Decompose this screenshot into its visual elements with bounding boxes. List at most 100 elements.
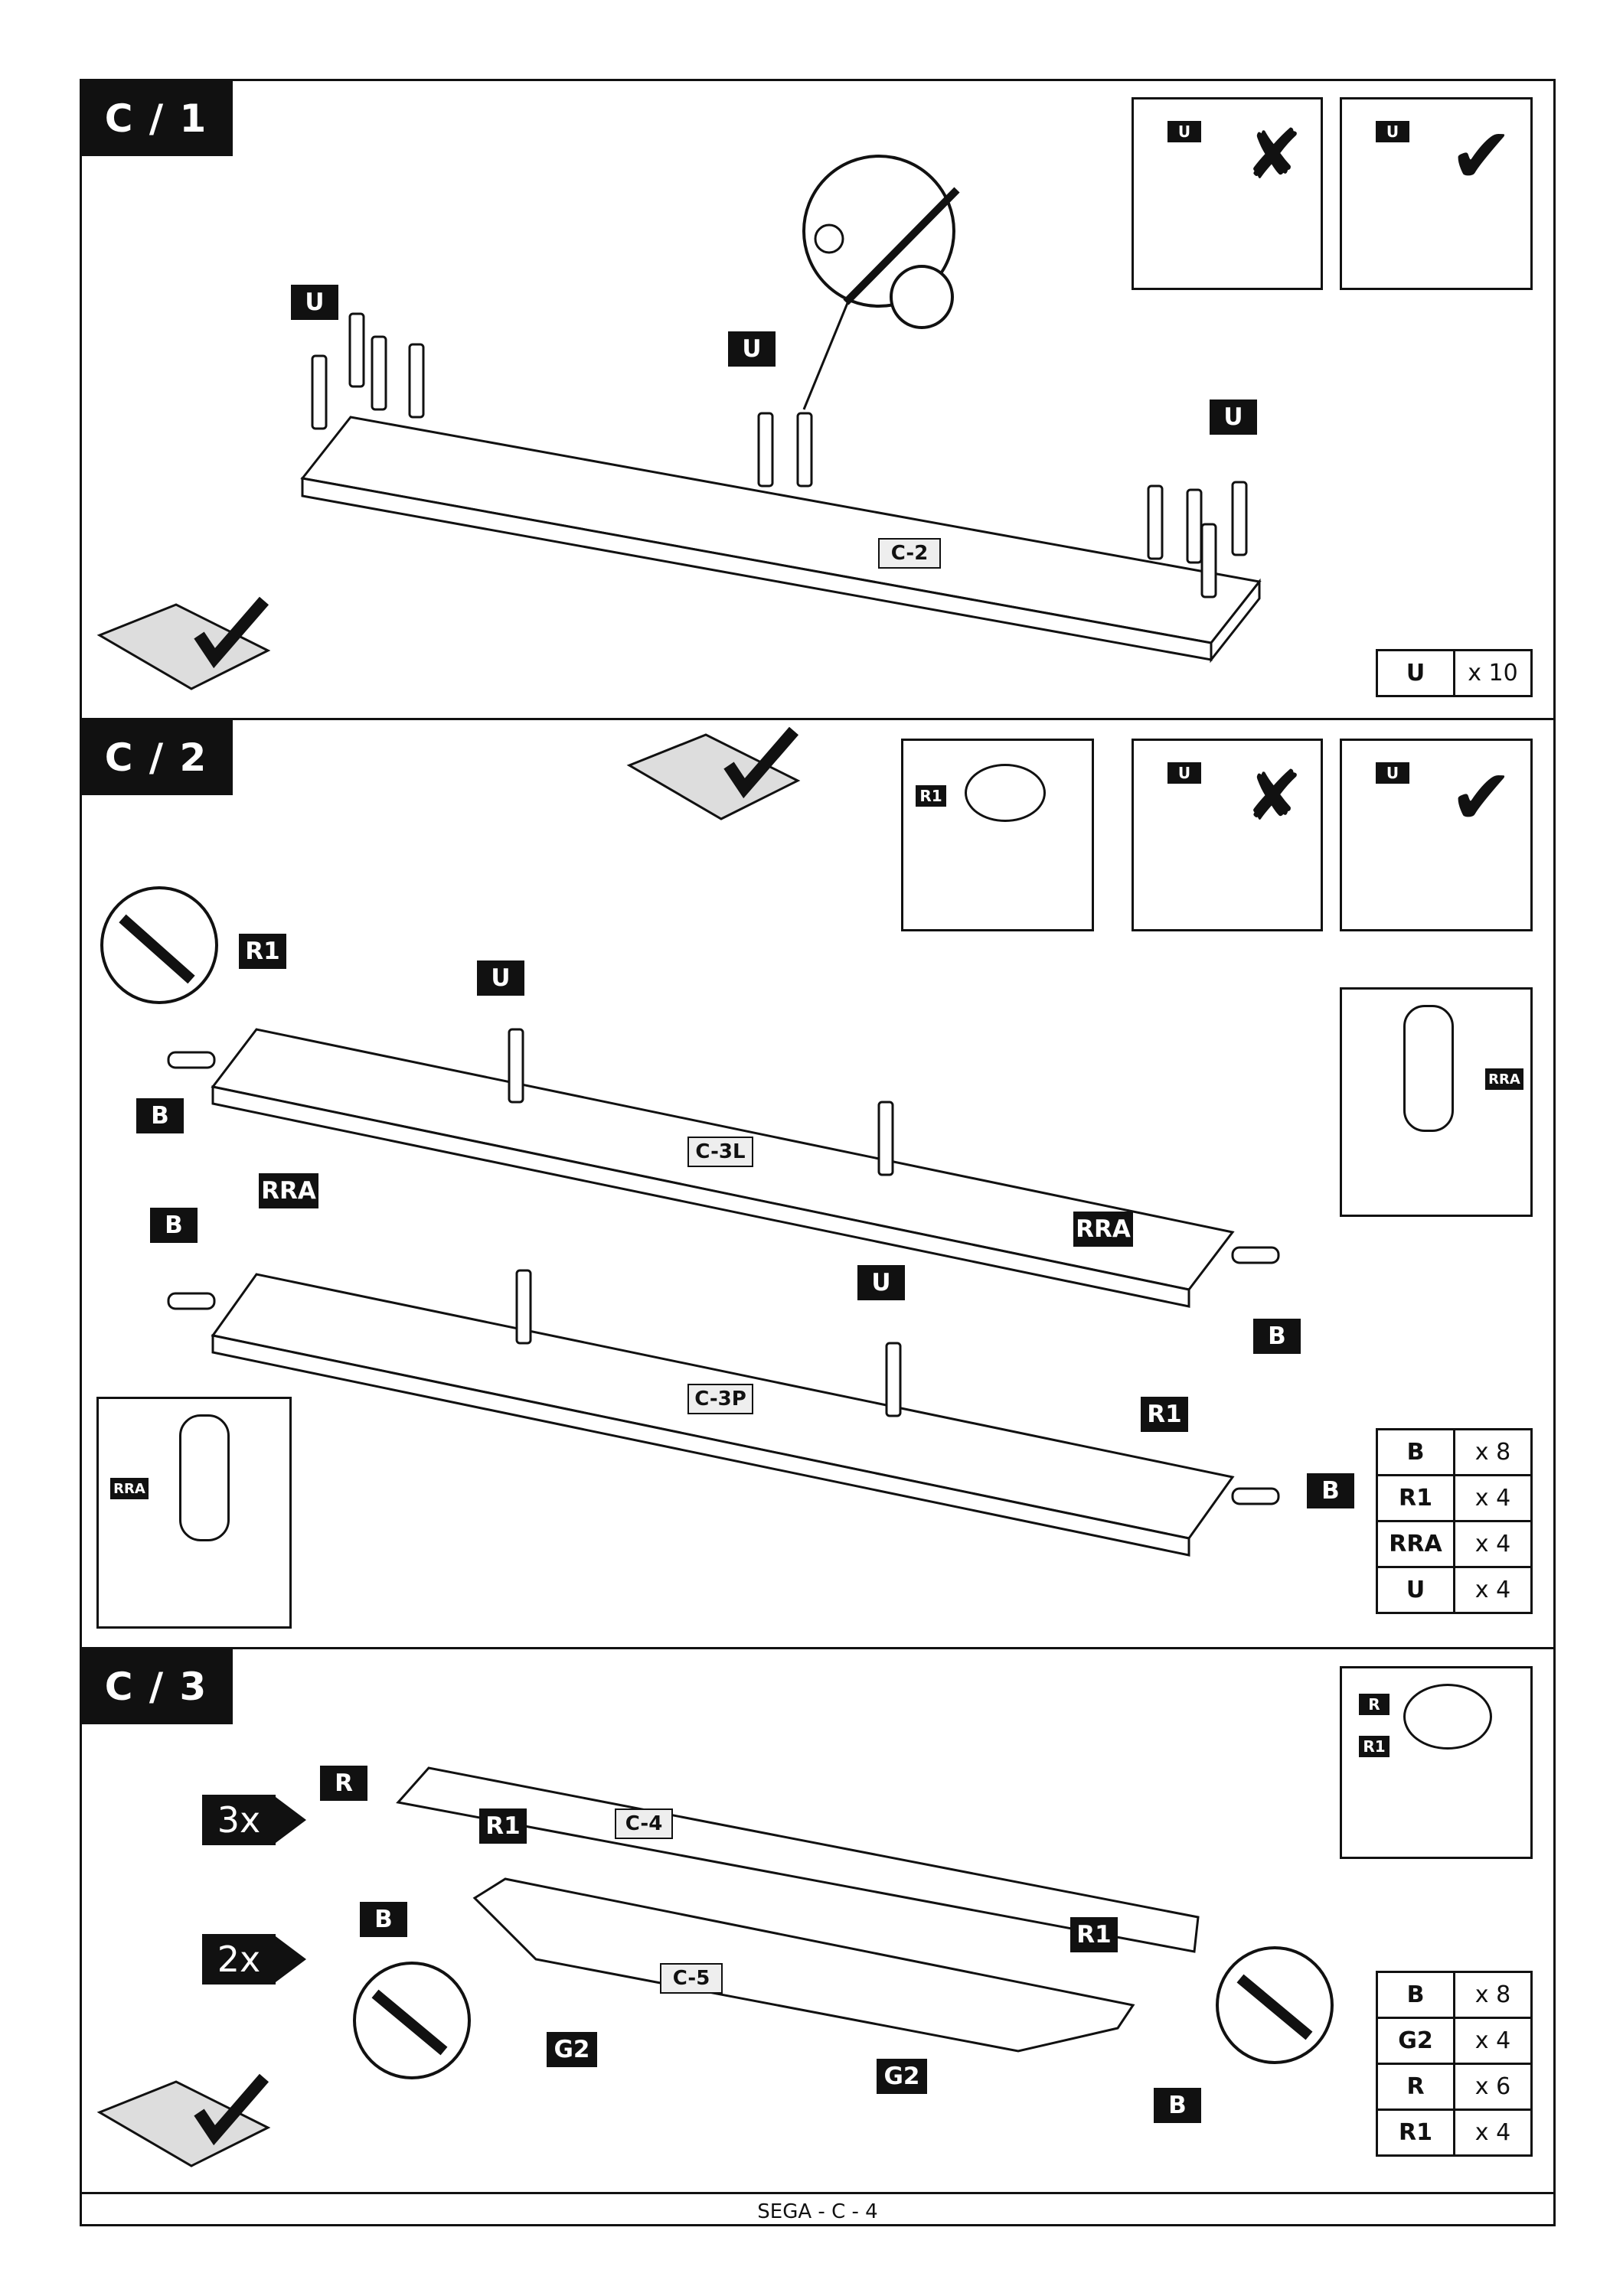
check-icon: ✔ (1449, 752, 1514, 842)
multiplier-3x: 3x (202, 1795, 306, 1845)
qty-code: R1 (1376, 1474, 1455, 1522)
part-tag: G2 (547, 2032, 597, 2067)
part-tag: U (1167, 762, 1201, 784)
step-label-c3: C / 3 (80, 1649, 233, 1724)
mat-check-icon (96, 596, 271, 690)
section-divider (80, 718, 1556, 720)
board-c2-top (300, 416, 1262, 644)
arrow-right-icon (276, 1936, 306, 1982)
qty-count: x 4 (1453, 1520, 1533, 1568)
hammer-icon (371, 1989, 448, 2056)
qty-code: G2 (1376, 2017, 1455, 2065)
dowel (757, 412, 774, 488)
part-tag: U (477, 960, 524, 996)
dowel (515, 1269, 532, 1345)
part-tag: B (1253, 1319, 1301, 1354)
board-c5 (472, 1877, 1135, 2053)
detail-incorrect-dowel: U ✘ (1132, 97, 1323, 290)
qty-count: x 4 (1453, 2017, 1533, 2065)
dowel (1200, 523, 1217, 598)
part-tag: G2 (877, 2059, 927, 2094)
multiplier-label: 3x (202, 1795, 276, 1845)
dowel (1186, 488, 1203, 564)
panel-label-c5: C-5 (660, 1963, 723, 1994)
cross-icon: ✘ (1245, 115, 1303, 195)
dowel (371, 335, 387, 411)
arrow-right-icon (276, 1797, 306, 1843)
detail-incorrect-dowel: U ✘ (1132, 739, 1323, 931)
qty-count: x 10 (1453, 649, 1533, 697)
qty-code: RRA (1376, 1520, 1455, 1568)
cam-lock-icon (965, 764, 1046, 822)
dowels-c1 (311, 312, 1248, 598)
panel-label-c3p: C-3P (687, 1384, 753, 1414)
check-icon: ✔ (1449, 111, 1514, 201)
step-label-c1: C / 1 (80, 81, 233, 156)
part-tag: R1 (916, 785, 946, 807)
part-tag: RRA (1485, 1068, 1523, 1090)
qty-code: B (1376, 1428, 1455, 1476)
part-tag: RRA (1073, 1212, 1133, 1247)
cross-icon: ✘ (1245, 756, 1303, 837)
part-tag: R1 (479, 1808, 527, 1844)
part-tag: R1 (239, 934, 286, 969)
detail-barrel-nut: RRA (96, 1397, 292, 1629)
multiplier-2x: 2x (202, 1934, 306, 1985)
qty-code: B (1376, 1971, 1455, 2019)
page-frame (80, 79, 1556, 2226)
qty-count: x 4 (1453, 1474, 1533, 1522)
no-drill-icon (814, 223, 844, 254)
part-tag: B (150, 1208, 198, 1243)
part-tag: RRA (110, 1478, 149, 1499)
part-tag: U (1376, 121, 1409, 142)
qty-count: x 8 (1453, 1971, 1533, 2019)
panel-label-c3l: C-3L (687, 1137, 753, 1167)
board-c4 (396, 1766, 1200, 1953)
dowels-c2 (167, 1028, 1280, 1505)
part-tag: B (136, 1098, 184, 1133)
qty-code: R1 (1376, 2108, 1455, 2157)
barrel-nut-icon (179, 1414, 230, 1541)
hammer-icon (119, 914, 195, 984)
part-tag: R1 (1359, 1736, 1390, 1757)
part-tag: U (1210, 400, 1257, 435)
part-tag: B (1154, 2088, 1201, 2123)
part-tag: U (291, 285, 338, 320)
part-tag: R (1359, 1694, 1390, 1715)
part-tag: B (360, 1902, 407, 1937)
detail-cam-lock: R R1 (1340, 1666, 1533, 1859)
part-tag: B (1307, 1473, 1354, 1508)
mat-check-icon (626, 726, 801, 820)
panel-label-c2: C-2 (878, 538, 941, 569)
part-tag: U (728, 331, 776, 367)
qty-code: U (1376, 649, 1455, 697)
part-tag: R1 (1141, 1397, 1188, 1432)
board-c3l-front (211, 1085, 1190, 1308)
qty-count: x 4 (1453, 2108, 1533, 2157)
detail-correct-dowel: U ✔ (1340, 739, 1533, 931)
detail-barrel-nut: RRA (1340, 987, 1533, 1217)
dowel (508, 1028, 524, 1104)
dowel (348, 312, 365, 388)
part-tag: R1 (1070, 1917, 1118, 1952)
detail-correct-dowel: U ✔ (1340, 97, 1533, 290)
detail-cam-lock: R1 (901, 739, 1094, 931)
dowel (311, 354, 328, 430)
multiplier-label: 2x (202, 1934, 276, 1985)
hand-tighten-icon (890, 265, 954, 329)
screwdriver-icon (843, 187, 960, 305)
part-tag: U (1167, 121, 1201, 142)
qty-count: x 4 (1453, 1566, 1533, 1614)
dowel (1231, 1246, 1280, 1264)
barrel-nut-icon (1403, 1005, 1454, 1132)
qty-count: x 8 (1453, 1428, 1533, 1476)
dowel (167, 1051, 216, 1069)
dowel (167, 1292, 216, 1310)
